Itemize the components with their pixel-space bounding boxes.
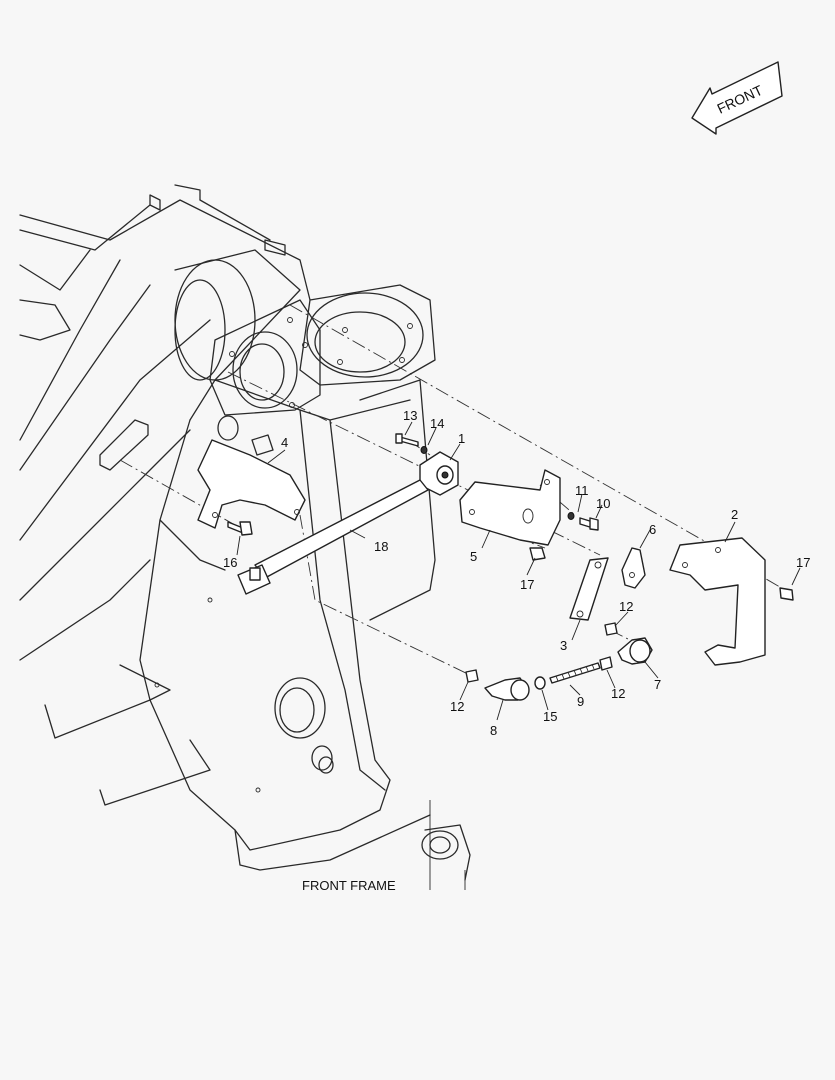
callout-14: 14 (430, 416, 444, 431)
callout-11: 11 (575, 483, 589, 498)
part-15-washer (534, 676, 546, 690)
callout-13: 13 (403, 408, 417, 423)
callout-5: 5 (470, 549, 477, 564)
callout-12-b: 12 (611, 686, 625, 701)
callout-1: 1 (458, 431, 465, 446)
callout-3: 3 (560, 638, 567, 653)
callout-numbers: 13 14 1 4 2 11 10 6 18 5 16 17 17 12 3 7… (223, 408, 810, 738)
part-12-nut-a (465, 669, 479, 683)
callout-15: 15 (543, 709, 557, 724)
callout-12-c: 12 (619, 599, 633, 614)
callout-17-b: 17 (796, 555, 810, 570)
part-3-link (569, 557, 609, 621)
part-11-washer (567, 512, 575, 520)
part-17-bolt-a (529, 547, 546, 561)
part-14-washer (420, 446, 428, 454)
callout-10: 10 (596, 496, 610, 511)
part-17-bolt-b (779, 587, 794, 601)
part-7-rod-end (617, 637, 653, 665)
callout-8: 8 (490, 723, 497, 738)
part-5-bracket (459, 469, 561, 546)
part-13-screw (395, 433, 419, 447)
callout-6: 6 (649, 522, 656, 537)
part-18-harness (237, 479, 429, 595)
part-9-threaded-rod (549, 662, 601, 684)
callout-16: 16 (223, 555, 237, 570)
callout-7: 7 (654, 677, 661, 692)
callout-17-a: 17 (520, 577, 534, 592)
callout-2: 2 (731, 507, 738, 522)
part-16-bolt (227, 521, 253, 536)
part-4-guard (197, 439, 306, 529)
part-12-nut-c (604, 622, 618, 636)
front-direction-arrow-icon: FRONT (691, 61, 783, 135)
callout-9: 9 (577, 694, 584, 709)
callout-12-a: 12 (450, 699, 464, 714)
part-2-cover (669, 537, 766, 666)
part-10-bolt (579, 517, 599, 531)
front-frame-structure (19, 184, 471, 890)
part-6-clip (621, 547, 646, 589)
callout-18: 18 (374, 539, 388, 554)
callout-4: 4 (281, 435, 288, 450)
part-8-rod-end (484, 677, 530, 701)
callout-leaders (236, 421, 801, 721)
diagram-caption: FRONT FRAME (302, 878, 396, 893)
part-12-nut-b (599, 656, 613, 671)
